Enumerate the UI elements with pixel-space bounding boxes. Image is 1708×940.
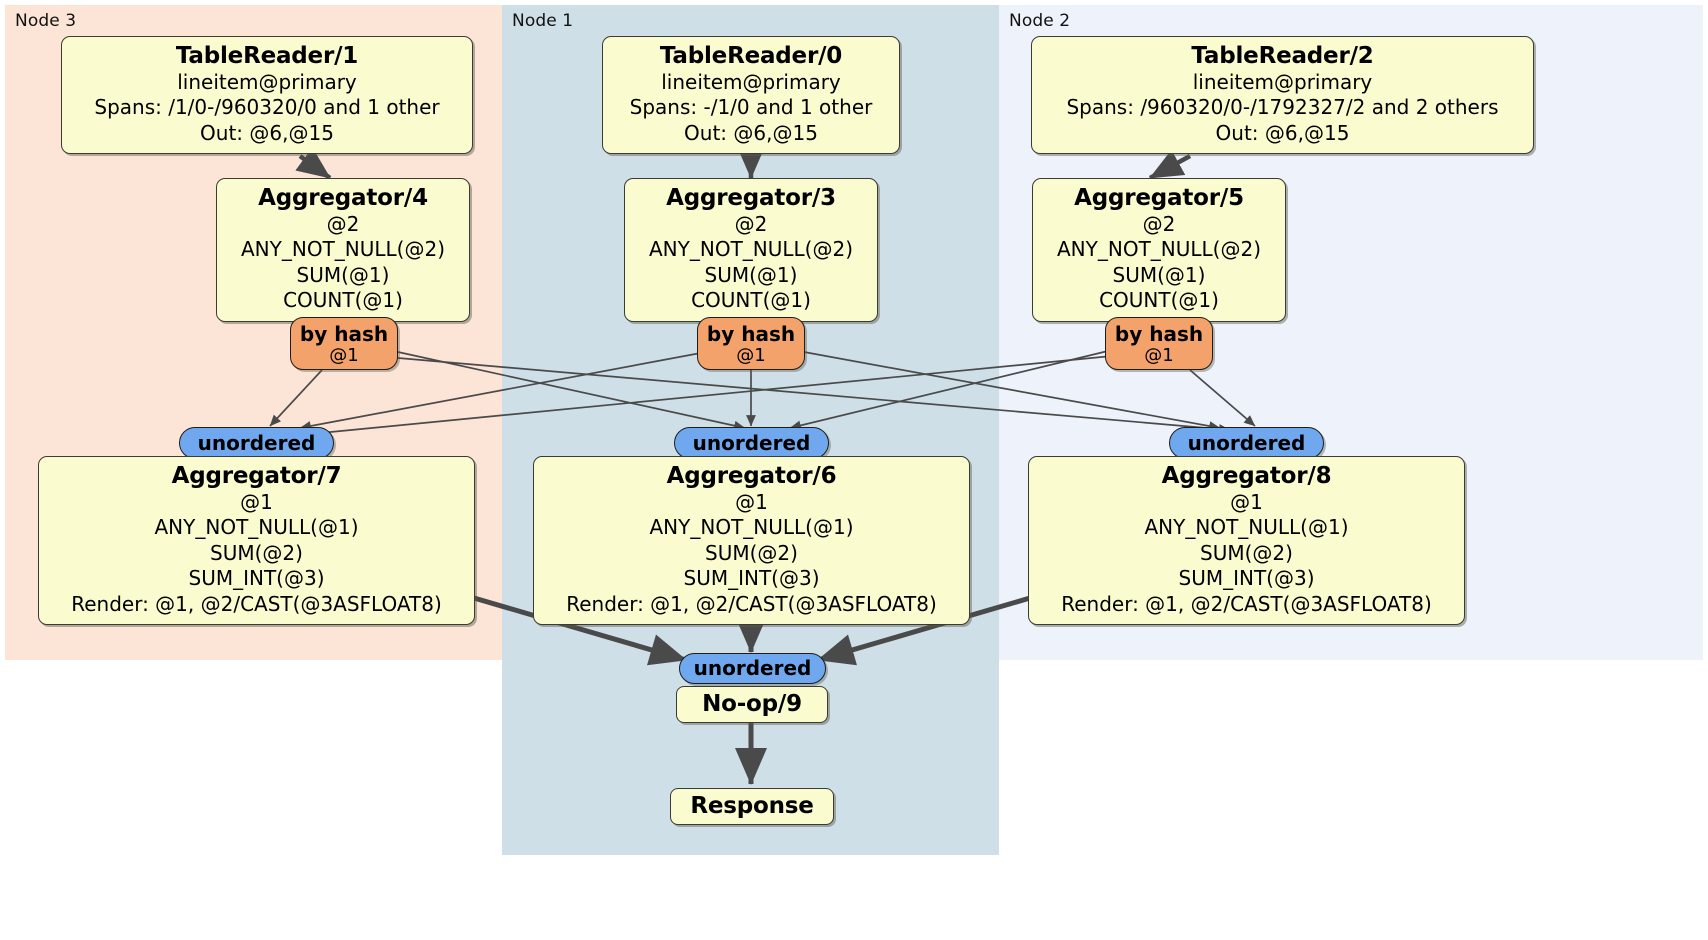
processor-line: @1 bbox=[735, 490, 768, 515]
router-label: by hash bbox=[299, 322, 389, 346]
processor-title: TableReader/2 bbox=[1191, 43, 1374, 69]
processor-aggregator-4[interactable]: Aggregator/4 @2 ANY_NOT_NULL(@2) SUM(@1)… bbox=[216, 178, 470, 322]
processor-line: SUM(@1) bbox=[704, 262, 798, 287]
output-router-by-hash-left[interactable]: by hash @1 bbox=[290, 317, 398, 370]
processor-line: @1 bbox=[240, 490, 273, 515]
processor-tablereader-0[interactable]: TableReader/0 lineitem@primary Spans: -/… bbox=[602, 36, 900, 155]
processor-line: Render: @1, @2/CAST(@3ASFLOAT8) bbox=[566, 591, 937, 616]
processor-title: Aggregator/8 bbox=[1161, 463, 1332, 489]
processor-title: Aggregator/6 bbox=[666, 463, 837, 489]
processor-title: TableReader/1 bbox=[175, 43, 359, 69]
processor-aggregator-3[interactable]: Aggregator/3 @2 ANY_NOT_NULL(@2) SUM(@1)… bbox=[624, 178, 878, 322]
processor-title: Response bbox=[690, 793, 814, 819]
processor-title: Aggregator/7 bbox=[171, 463, 342, 489]
processor-line: lineitem@primary bbox=[177, 70, 357, 95]
processor-line: SUM(@2) bbox=[1200, 540, 1293, 565]
processor-line: ANY_NOT_NULL(@1) bbox=[1144, 515, 1349, 540]
processor-line: lineitem@primary bbox=[1192, 70, 1373, 95]
processor-line: ANY_NOT_NULL(@1) bbox=[649, 515, 854, 540]
processor-title: TableReader/0 bbox=[659, 43, 843, 69]
processor-line: ANY_NOT_NULL(@2) bbox=[1057, 237, 1261, 262]
processor-line: Spans: -/1/0 and 1 other bbox=[629, 95, 873, 120]
processor-line: @2 bbox=[326, 212, 360, 237]
processor-line: COUNT(@1) bbox=[691, 288, 811, 313]
processor-line: COUNT(@1) bbox=[283, 288, 403, 313]
processor-line: SUM_INT(@3) bbox=[1178, 566, 1315, 591]
processor-line: @1 bbox=[1230, 490, 1263, 515]
processor-line: COUNT(@1) bbox=[1099, 288, 1219, 313]
processor-line: SUM_INT(@3) bbox=[683, 566, 820, 591]
sync-label: unordered bbox=[1187, 430, 1306, 455]
processor-tablereader-1[interactable]: TableReader/1 lineitem@primary Spans: /1… bbox=[61, 36, 473, 155]
processor-line: @2 bbox=[734, 212, 768, 237]
processor-title: No-op/9 bbox=[702, 691, 802, 717]
output-router-by-hash-right[interactable]: by hash @1 bbox=[1105, 317, 1213, 370]
processor-tablereader-2[interactable]: TableReader/2 lineitem@primary Spans: /9… bbox=[1031, 36, 1534, 155]
sync-label: unordered bbox=[197, 430, 316, 455]
router-label: by hash bbox=[1114, 322, 1204, 346]
processor-line: SUM(@2) bbox=[705, 540, 798, 565]
router-column: @1 bbox=[736, 345, 766, 366]
processor-line: Render: @1, @2/CAST(@3ASFLOAT8) bbox=[71, 591, 442, 616]
input-sync-unordered-left[interactable]: unordered bbox=[179, 427, 334, 459]
processor-line: ANY_NOT_NULL(@2) bbox=[649, 237, 853, 262]
processor-aggregator-8[interactable]: Aggregator/8 @1 ANY_NOT_NULL(@1) SUM(@2)… bbox=[1028, 456, 1465, 625]
processor-aggregator-5[interactable]: Aggregator/5 @2 ANY_NOT_NULL(@2) SUM(@1)… bbox=[1032, 178, 1286, 322]
input-sync-unordered-final[interactable]: unordered bbox=[679, 653, 826, 684]
processor-line: SUM(@2) bbox=[210, 540, 303, 565]
processor-title: Aggregator/5 bbox=[1074, 185, 1244, 211]
processor-title: Aggregator/3 bbox=[666, 185, 836, 211]
processor-line: ANY_NOT_NULL(@1) bbox=[154, 515, 359, 540]
output-router-by-hash-center[interactable]: by hash @1 bbox=[697, 317, 805, 370]
processor-line: @2 bbox=[1142, 212, 1176, 237]
router-column: @1 bbox=[1144, 345, 1174, 366]
processor-line: SUM(@1) bbox=[296, 262, 390, 287]
processor-line: SUM(@1) bbox=[1112, 262, 1206, 287]
processor-line: lineitem@primary bbox=[661, 70, 841, 95]
router-column: @1 bbox=[329, 345, 359, 366]
processor-aggregator-7[interactable]: Aggregator/7 @1 ANY_NOT_NULL(@1) SUM(@2)… bbox=[38, 456, 475, 625]
input-sync-unordered-center[interactable]: unordered bbox=[674, 427, 829, 459]
sync-label: unordered bbox=[693, 656, 812, 680]
processor-line: Out: @6,@15 bbox=[684, 120, 818, 145]
node-panel-label: Node 3 bbox=[15, 11, 77, 31]
processor-response[interactable]: Response bbox=[670, 788, 834, 826]
processor-line: Render: @1, @2/CAST(@3ASFLOAT8) bbox=[1061, 591, 1432, 616]
processor-line: Out: @6,@15 bbox=[200, 120, 334, 145]
node-panel-label: Node 2 bbox=[1009, 11, 1071, 31]
processor-line: ANY_NOT_NULL(@2) bbox=[241, 237, 445, 262]
processor-title: Aggregator/4 bbox=[258, 185, 428, 211]
sync-label: unordered bbox=[692, 430, 811, 455]
input-sync-unordered-right[interactable]: unordered bbox=[1169, 427, 1324, 459]
processor-line: Spans: /1/0-/960320/0 and 1 other bbox=[94, 95, 440, 120]
processor-aggregator-6[interactable]: Aggregator/6 @1 ANY_NOT_NULL(@1) SUM(@2)… bbox=[533, 456, 970, 625]
router-label: by hash bbox=[706, 322, 796, 346]
processor-line: SUM_INT(@3) bbox=[188, 566, 325, 591]
processor-line: Spans: /960320/0-/1792327/2 and 2 others bbox=[1066, 95, 1499, 120]
node-panel-label: Node 1 bbox=[512, 11, 574, 31]
processor-noop-9[interactable]: No-op/9 bbox=[676, 686, 828, 724]
processor-line: Out: @6,@15 bbox=[1215, 120, 1350, 145]
